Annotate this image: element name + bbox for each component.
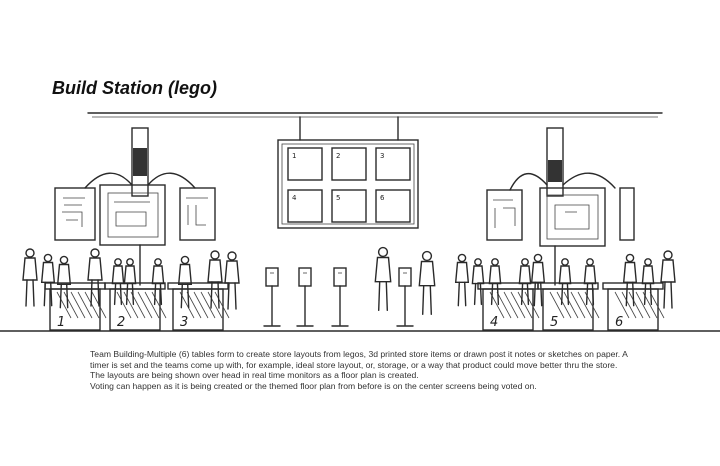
screen-cell-number: 4	[292, 194, 297, 202]
caption-paragraph-2: Voting can happen as it is being created…	[90, 380, 537, 391]
screen-cell: 1	[287, 147, 323, 181]
center-voting-screens: 1 2 3 4 5 6	[277, 116, 419, 229]
person-figure	[374, 246, 392, 311]
person-figure	[530, 253, 546, 307]
screen-cell: 3	[375, 147, 411, 181]
screen-cell: 4	[287, 189, 323, 223]
person-figure	[558, 258, 572, 306]
build-table: 4	[477, 282, 540, 331]
screen-cell-number: 2	[336, 152, 340, 160]
build-table: 1	[44, 282, 107, 331]
table-number: 1	[57, 315, 65, 330]
build-table: 3	[167, 282, 230, 331]
person-figure	[583, 258, 597, 306]
screen-cell: 6	[375, 189, 411, 223]
screen-cell: 5	[331, 189, 367, 223]
caption: Team Building-Multiple (6) tables form t…	[90, 349, 630, 391]
left-monitor-cluster	[54, 127, 216, 286]
person-figure	[224, 251, 240, 310]
voting-stand	[396, 267, 414, 327]
table-number: 6	[615, 315, 623, 330]
table-number: 2	[117, 315, 125, 330]
person-figure	[207, 250, 223, 309]
person-figure	[40, 253, 56, 307]
right-monitor-cluster	[486, 127, 635, 286]
people-figures	[22, 246, 676, 315]
person-figure	[111, 258, 125, 306]
person-figure	[518, 258, 532, 306]
person-figure	[641, 258, 655, 306]
person-figure	[151, 258, 165, 306]
screen-cell-number: 3	[380, 152, 384, 160]
person-figure	[418, 250, 436, 315]
screen-cell-number: 6	[380, 194, 385, 202]
screen-cell-number: 1	[292, 152, 296, 160]
screen-cell-number: 5	[336, 194, 340, 202]
build-tables: 1 2 3 4 5 6	[44, 282, 665, 331]
person-figure	[471, 258, 485, 306]
voting-stand	[331, 267, 349, 327]
voting-stand	[296, 267, 314, 327]
page-title: Build Station (lego)	[52, 78, 217, 98]
build-table: 2	[104, 282, 167, 331]
person-figure	[454, 253, 470, 307]
person-figure	[87, 248, 103, 307]
person-figure	[177, 255, 193, 309]
screen-cell: 2	[331, 147, 367, 181]
voting-stand	[263, 267, 281, 327]
person-figure	[56, 255, 72, 309]
table-number: 5	[550, 315, 558, 330]
person-figure	[22, 248, 38, 307]
table-number: 4	[490, 315, 498, 330]
voting-stands	[263, 267, 414, 327]
table-number: 3	[180, 315, 188, 330]
caption-paragraph-1: Team Building-Multiple (6) tables form t…	[90, 349, 628, 381]
build-table: 5	[537, 282, 600, 331]
person-figure	[660, 250, 676, 309]
person-figure	[488, 258, 502, 306]
person-figure	[622, 253, 638, 307]
ceiling-line	[87, 112, 663, 118]
person-figure	[123, 258, 137, 306]
